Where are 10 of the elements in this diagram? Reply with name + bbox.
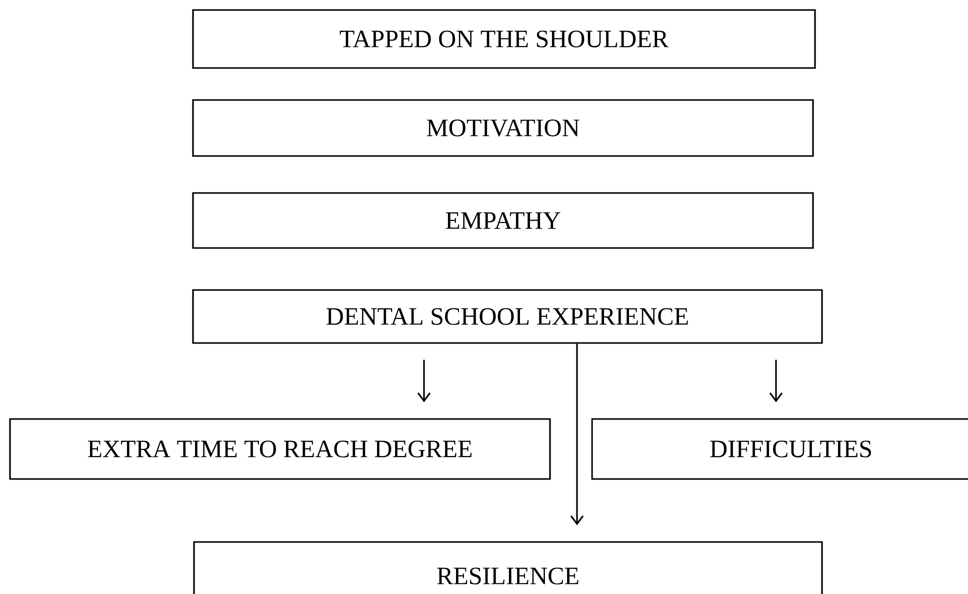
process-box: MOTIVATION [192, 99, 814, 157]
arrow [769, 360, 783, 402]
process-box: DIFFICULTIES [591, 418, 968, 480]
arrow [570, 344, 584, 526]
process-box: RESILIENCE [193, 541, 823, 594]
arrow [417, 360, 431, 402]
process-box: TAPPED ON THE SHOULDER [192, 9, 816, 69]
process-box: EXTRA TIME TO REACH DEGREE [9, 418, 551, 480]
process-box: DENTAL SCHOOL EXPERIENCE [192, 289, 823, 344]
process-box: EMPATHY [192, 192, 814, 249]
